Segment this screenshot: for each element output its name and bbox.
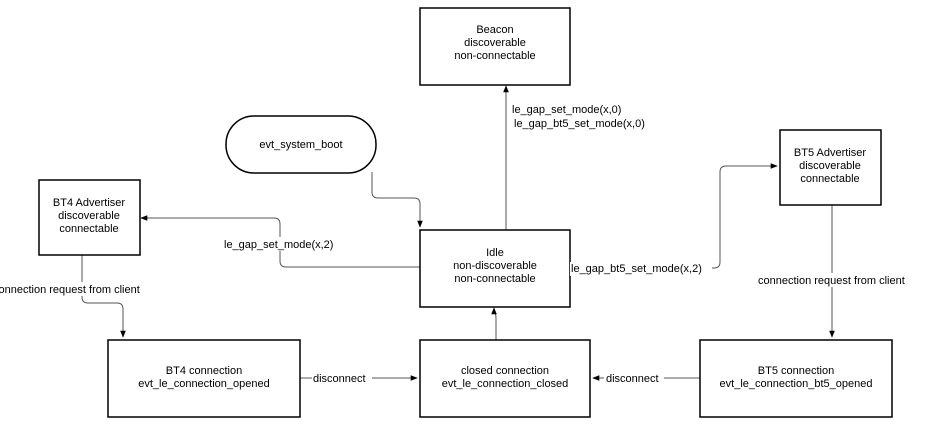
- edge-closed-to-idle: [491, 307, 497, 340]
- bt4-connection-label-2: evt_le_connection_opened: [138, 378, 270, 390]
- bt5-advertiser-node: [779, 129, 882, 206]
- beacon-label-2: discoverable: [464, 37, 526, 49]
- edge-label-idle-to-bt5: le_gap_bt5_set_mode(x,2): [571, 263, 702, 275]
- closed-connection-label-1: closed connection: [461, 365, 549, 377]
- bt4-advertiser-label-3: connectable: [59, 223, 118, 235]
- idle-label-2: non-discoverable: [453, 260, 537, 272]
- bt5-advertiser-label-2: discoverable: [799, 160, 861, 172]
- bt4-advertiser-label-1: BT4 Advertiser: [53, 197, 125, 209]
- edge-label-idle-to-beacon-2: le_gap_bt5_set_mode(x,0): [514, 118, 645, 130]
- bt4-connection-node: [107, 339, 301, 418]
- edge-label-bt5conn-to-closed: disconnect: [606, 373, 659, 385]
- closed-connection-label-2: evt_le_connection_closed: [442, 378, 569, 390]
- edge-labels: le_gap_set_mode(x,0) le_gap_bt5_set_mode…: [0, 104, 914, 385]
- bt5-connection-label-2: evt_le_connection_bt5_opened: [720, 378, 873, 390]
- boot-label: evt_system_boot: [259, 139, 342, 151]
- boot-node: [225, 115, 377, 174]
- nodes: [38, 7, 893, 418]
- closed-connection-node: [419, 339, 591, 418]
- edge-label-bt4-to-connection: connection request from client: [0, 284, 140, 296]
- edge-label-idle-to-beacon-1: le_gap_set_mode(x,0): [512, 104, 621, 116]
- bt5-connection-node: [699, 339, 893, 418]
- edge-label-bt5-to-connection: connection request from client: [758, 275, 905, 287]
- beacon-label-1: Beacon: [476, 24, 513, 36]
- edge-bt4-advertiser-to-connection: [81, 255, 126, 338]
- bt5-advertiser-label-1: BT5 Advertiser: [794, 147, 866, 159]
- bt5-advertiser-label-3: connectable: [800, 173, 859, 185]
- idle-label-3: non-connectable: [454, 273, 535, 285]
- bt4-advertiser-node: [38, 179, 141, 256]
- idle-node: [419, 229, 571, 308]
- beacon-label-3: non-connectable: [454, 50, 535, 62]
- edge-label-bt4conn-to-closed: disconnect: [313, 373, 366, 385]
- bt4-advertiser-label-2: discoverable: [58, 210, 120, 222]
- edge-label-idle-to-bt4: le_gap_set_mode(x,2): [224, 239, 333, 251]
- bt4-connection-label-1: BT4 connection: [166, 365, 242, 377]
- beacon-node: [419, 7, 571, 86]
- node-labels: Beacon discoverable non-connectable evt_…: [53, 24, 873, 390]
- bt5-connection-label-1: BT5 connection: [758, 365, 834, 377]
- edge-idle-to-bt5-advertiser: [570, 163, 778, 269]
- idle-label-1: Idle: [486, 247, 504, 259]
- edge-boot-to-idle: [371, 172, 423, 228]
